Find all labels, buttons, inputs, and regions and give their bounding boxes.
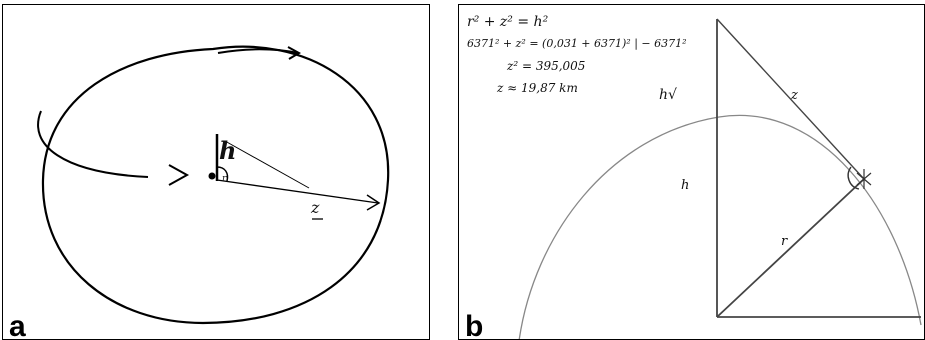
pointer-arrowhead — [168, 164, 190, 186]
sight-line — [216, 179, 379, 204]
rotation-arrow — [217, 48, 299, 54]
rotation-arrowhead — [287, 46, 302, 60]
label-h: h — [219, 136, 236, 165]
radius-line — [224, 140, 310, 189]
sight-arrowhead — [366, 194, 381, 211]
panel-a-drawing: h r z — [37, 45, 390, 325]
panel-a: h r z a — [2, 4, 430, 340]
label-h: h — [681, 178, 689, 193]
radius-line — [716, 178, 865, 318]
tangent-point-star — [856, 169, 872, 189]
panel-a-letter: a — [7, 310, 30, 339]
earth-arc — [518, 114, 922, 339]
pointer-arrow — [37, 110, 149, 178]
label-r: r — [222, 174, 227, 184]
handwritten-calculation: r² + z² = h² 6371² + z² = (0,031 + 6371)… — [467, 11, 687, 99]
calc-line-3: z² = 395,005 — [507, 59, 586, 73]
earth-circle — [41, 45, 390, 325]
calc-line-2: 6371² + z² = (0,031 + 6371)² | − 6371² — [467, 37, 687, 50]
panel-b-letter: b — [463, 310, 488, 339]
panel-b-drawing: z h r h√ — [518, 18, 922, 339]
center-dot — [208, 172, 216, 180]
right-angle-arc — [847, 166, 860, 190]
label-z: z — [790, 88, 798, 103]
note-hint: h√ — [659, 87, 677, 103]
tangent-line-z — [716, 18, 865, 180]
calc-line-1: r² + z² = h² — [467, 14, 549, 30]
label-z: z — [310, 198, 320, 217]
calc-line-4: z ≈ 19,87 km — [497, 81, 578, 95]
label-r: r — [781, 234, 788, 249]
right-angle-mark — [216, 166, 229, 182]
panel-b: z h r h√ r² + z² = h² 6371² + z² = (0,03… — [458, 4, 925, 340]
